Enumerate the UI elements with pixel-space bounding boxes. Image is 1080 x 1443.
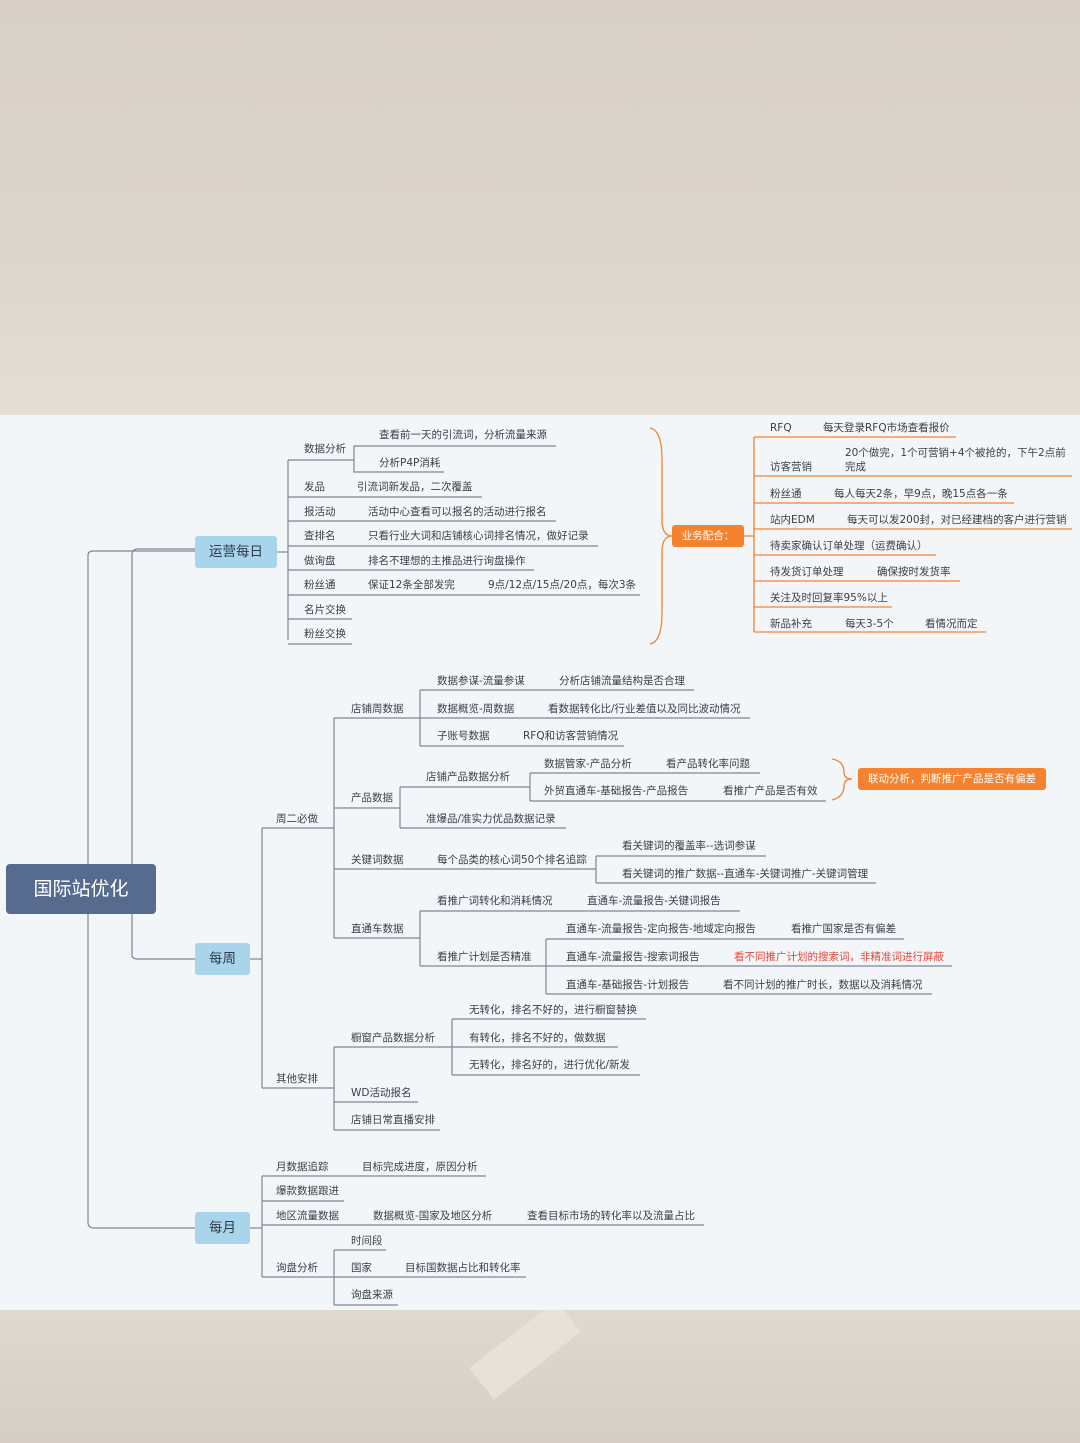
weekly-other: 其他安排 [276, 1073, 318, 1085]
biz-xinpin-item: 看情况而定 [925, 618, 978, 630]
weekly-pd-item: 准爆品/准实力优品数据记录 [426, 813, 556, 825]
weekly-win-item: 有转化，排名不好的，做数据 [469, 1032, 606, 1044]
weekly-window: 橱窗产品数据分析 [351, 1032, 435, 1044]
weekly-ztc-item: 看推广计划是否精准 [437, 951, 532, 963]
biz-rfq: RFQ [770, 422, 792, 434]
biz-fensitong-item: 每人每天2条，早9点，晚15点各一条 [834, 488, 1008, 500]
daily-baohuodong: 报活动 [304, 506, 336, 518]
mindmap-sheet [0, 415, 1080, 1310]
daily-mingpian: 名片交换 [304, 604, 346, 616]
weekly-ztc-highlight: 看不同推广计划的搜索词，非精准词进行屏蔽 [734, 951, 944, 963]
weekly-pd-detail: 看产品转化率问题 [666, 758, 750, 770]
monthly-inq-item: 时间段 [351, 1235, 383, 1247]
monthly-inq-detail: 目标国数据占比和转化率 [405, 1262, 521, 1274]
biz-fangke: 访客营销 [770, 461, 812, 473]
weekly-ztc-item: 看推广词转化和消耗情况 [437, 895, 553, 907]
daily-fensijiaohuan: 粉丝交换 [304, 628, 346, 640]
monthly-region-item: 数据概览-国家及地区分析 [373, 1210, 493, 1222]
monthly-hot: 爆款数据跟进 [276, 1185, 339, 1197]
node-daily[interactable]: 运营每日 [195, 536, 277, 568]
daily-fapin: 发品 [304, 481, 325, 493]
weekly-wd: WD活动报名 [351, 1087, 412, 1099]
weekly-ztc: 直通车数据 [351, 923, 404, 935]
node-monthly[interactable]: 每月 [195, 1212, 250, 1244]
weekly-pd-sub: 外贸直通车-基础报告-产品报告 [544, 785, 689, 797]
biz-dfh: 待发货订单处理 [770, 566, 844, 578]
weekly-ztc-sub: 直通车-流量报告-搜索词报告 [566, 951, 700, 963]
weekly-keyword: 关键词数据 [351, 854, 404, 866]
business-badge[interactable]: 业务配合： [672, 525, 744, 547]
monthly-track-item: 目标完成进度，原因分析 [362, 1161, 478, 1173]
background-top [0, 0, 1080, 415]
monthly-region-item: 查看目标市场的转化率以及流量占比 [527, 1210, 695, 1222]
weekly-sw-detail: 看数据转化比/行业差值以及同比波动情况 [548, 703, 741, 715]
monthly-track: 月数据追踪 [276, 1161, 329, 1173]
biz-rfq-item: 每天登录RFQ市场查看报价 [823, 422, 950, 434]
monthly-inq-item: 询盘来源 [351, 1289, 393, 1301]
biz-fensitong: 粉丝通 [770, 488, 802, 500]
weekly-win-item: 无转化，排名不好的，进行橱窗替换 [469, 1004, 637, 1016]
daily-zuoxunpan-item: 排名不理想的主推品进行询盘操作 [368, 555, 526, 567]
daily-chapaiming: 查排名 [304, 530, 336, 542]
daily-data-analysis-item: 查看前一天的引流词，分析流量来源 [379, 429, 547, 441]
daily-data-analysis: 数据分析 [304, 443, 346, 455]
weekly-live: 店铺日常直播安排 [351, 1114, 435, 1126]
weekly-pd-sub: 数据管家-产品分析 [544, 758, 632, 770]
daily-fensitong-item: 保证12条全部发完 [368, 579, 455, 591]
weekly-sw-item: 数据参谋-流量参谋 [437, 675, 525, 687]
monthly-region: 地区流量数据 [276, 1210, 339, 1222]
weekly-win-item: 无转化，排名好的，进行优化/新发 [469, 1059, 631, 1071]
biz-xinpin: 新品补充 [770, 618, 812, 630]
weekly-tuesday: 周二必做 [276, 813, 318, 825]
weekly-ztc-detail: 看推广国家是否有偏差 [791, 923, 896, 935]
weekly-ztc-sub: 直通车-流量报告-定向报告-地域定向报告 [566, 923, 756, 935]
daily-data-analysis-item: 分析P4P消耗 [379, 457, 441, 469]
biz-huifu: 关注及时回复率95%以上 [770, 592, 888, 604]
daily-zuoxunpan: 做询盘 [304, 555, 336, 567]
biz-xinpin-item: 每天3-5个 [845, 618, 894, 630]
weekly-ztc-sub: 直通车-基础报告-计划报告 [566, 979, 690, 991]
weekly-shop-week: 店铺周数据 [351, 703, 404, 715]
biz-fangke-item: 20个做完，1个可营销+4个被抢的，下午2点前完成 [845, 447, 1066, 473]
weekly-ztc-detail: 看不同计划的推广时长，数据以及消耗情况 [723, 979, 923, 991]
monthly-inq-item: 国家 [351, 1262, 372, 1274]
weekly-sw-detail: 分析店铺流量结构是否合理 [559, 675, 685, 687]
daily-fapin-item: 引流词新发品，二次覆盖 [357, 481, 473, 493]
linkage-badge[interactable]: 联动分析，判断推广产品是否有偏差 [858, 768, 1046, 790]
weekly-sw-item: 子账号数据 [437, 730, 490, 742]
weekly-kw-detail: 看关键词的覆盖率--选词参谋 [622, 840, 756, 852]
root-node[interactable]: 国际站优化 [6, 864, 156, 914]
weekly-ztc-detail: 直通车-流量报告-关键词报告 [587, 895, 721, 907]
weekly-pd-detail: 看推广产品是否有效 [723, 785, 818, 797]
weekly-pd-item: 店铺产品数据分析 [426, 771, 510, 783]
node-weekly[interactable]: 每周 [195, 943, 250, 975]
weekly-kw-detail: 看关键词的推广数据--直通车-关键词推广-关键词管理 [622, 868, 869, 880]
daily-fensitong-item: 9点/12点/15点/20点，每次3条 [488, 579, 637, 591]
monthly-inquiry: 询盘分析 [276, 1262, 318, 1274]
daily-chapaiming-item: 只看行业大词和店铺核心词排名情况，做好记录 [368, 530, 589, 542]
weekly-sw-item: 数据概览-周数据 [437, 703, 515, 715]
weekly-sw-detail: RFQ和访客营销情况 [523, 730, 619, 742]
biz-edm: 站内EDM [770, 514, 815, 526]
daily-baohuodong-item: 活动中心查看可以报名的活动进行报名 [368, 506, 547, 518]
daily-fensitong: 粉丝通 [304, 579, 336, 591]
weekly-kw-item: 每个品类的核心词50个排名追踪 [437, 854, 587, 866]
biz-edm-item: 每天可以发200封，对已经建档的客户进行营销 [847, 514, 1067, 526]
weekly-product: 产品数据 [351, 792, 393, 804]
biz-dqr: 待卖家确认订单处理（运费确认） [770, 540, 928, 552]
biz-dfh-item: 确保按时发货率 [877, 566, 951, 578]
